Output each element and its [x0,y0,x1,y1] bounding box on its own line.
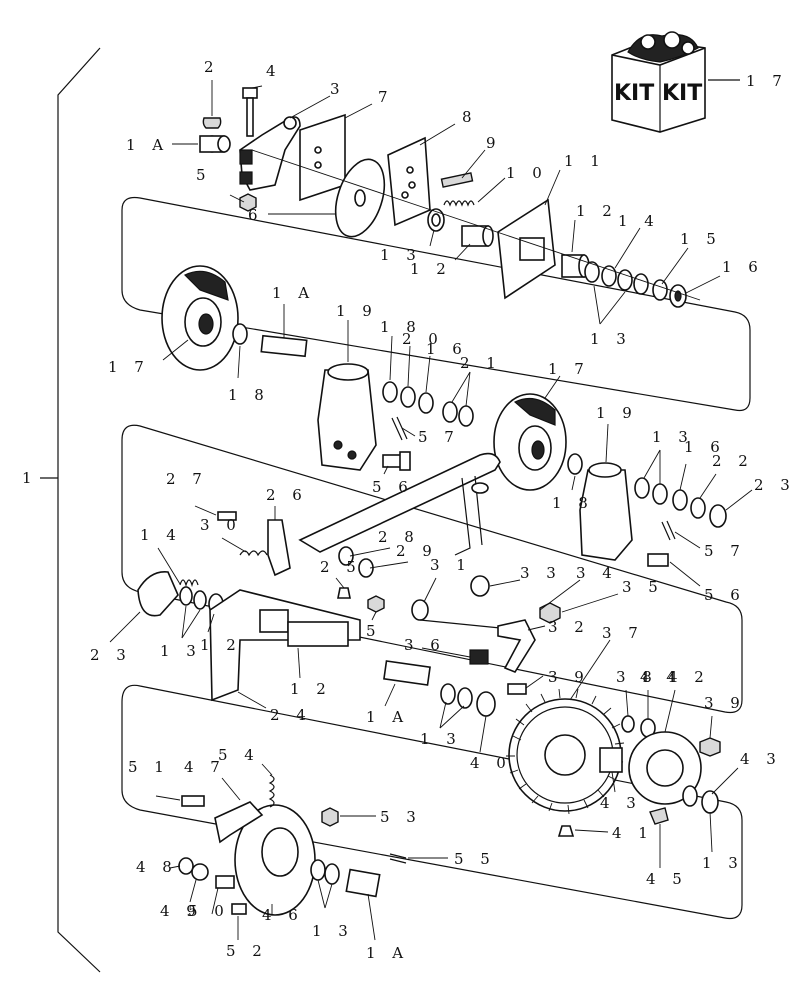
label-p38: 3 8 [616,668,658,686]
label-p43-b: 4 3 [740,750,782,768]
label-p13-d: 1 3 [160,642,202,660]
top-group-parts [199,87,701,308]
label-p16-c: 1 6 [684,438,726,456]
label-p49: 4 9 [160,902,202,920]
label-p56-a: 5 6 [372,478,414,496]
label-p39-b: 3 9 [704,694,746,712]
label-p12-c: 1 2 [200,636,242,654]
label-p16-b: 1 6 [426,340,468,358]
label-p29: 2 9 [396,542,438,560]
label-p13-a: 1 3 [380,246,422,264]
label-p10: 1 0 [506,164,548,182]
label-p1a-bot: 1 A [366,944,409,962]
label-p35: 3 5 [622,578,664,596]
section-outline-bottom [121,684,743,920]
label-p4: 4 [266,62,282,80]
label-p39-a: 3 9 [548,668,590,686]
label-p42: 4 2 [668,668,710,686]
label-p45: 4 5 [646,870,688,888]
label-p33: 3 3 [520,564,562,582]
label-p53: 5 3 [380,808,422,826]
label-p36: 3 6 [404,636,446,654]
label-p26: 2 6 [266,486,308,504]
label-p1a-mid: 1 A [272,284,315,302]
label-p18-c: 1 8 [552,494,594,512]
label-p16-a: 1 6 [722,258,764,276]
kit-box-left-text: KIT [614,81,654,106]
label-p17-b: 1 7 [548,360,590,378]
label-p11: 1 1 [564,152,606,170]
label-p9: 9 [486,134,502,152]
label-p1a-top: 1 A [126,136,169,154]
label-p51: 5 1 [128,758,170,776]
label-p40: 4 0 [470,754,512,772]
label-p12-d: 1 2 [290,680,332,698]
section-outline-top [121,196,751,412]
label-p41: 4 1 [612,824,654,842]
label-p17-kit: 1 7 [746,72,788,90]
kit-box-right-text: KIT [662,81,702,106]
label-p13-g: 1 3 [312,922,354,940]
label-p55: 5 5 [454,850,496,868]
label-p31: 3 1 [430,556,472,574]
label-p21: 2 1 [460,354,502,372]
label-p18-b: 1 8 [380,318,422,336]
label-p32: 3 2 [548,618,590,636]
label-p17-a: 1 7 [108,358,150,376]
upper-section-parts [161,265,474,471]
label-p52: 5 2 [226,942,268,960]
label-p7: 7 [378,88,394,106]
main-assembly-bracket: 1 [22,47,101,973]
label-p18-a: 1 8 [228,386,270,404]
label-p43-a: 4 3 [600,794,642,812]
label-p14-a: 1 4 [618,212,660,230]
label-p37: 3 7 [602,624,644,642]
label-p14-b: 1 4 [140,526,182,544]
label-p3: 3 [330,80,346,98]
label-p13-e: 1 3 [420,730,462,748]
label-p24: 2 4 [270,706,312,724]
label-p5-top: 5 [196,166,212,184]
label-p23-b: 2 3 [90,646,132,664]
label-p13-b: 1 3 [590,330,632,348]
label-p23-a: 2 3 [754,476,796,494]
label-p44: 4 4 [640,668,682,686]
label-p12-b: 1 2 [576,202,618,220]
leader-lines [109,80,753,941]
label-p20: 2 0 [402,330,444,348]
label-p25: 2 5 [320,558,362,576]
label-p30: 3 0 [200,516,242,534]
kit-box: KIT KIT [611,31,740,133]
label-p56-b: 5 6 [704,586,746,604]
label-main: 1 [22,469,38,487]
label-p13-c: 1 3 [652,428,694,446]
label-p8: 8 [462,108,478,126]
label-p13-f: 1 3 [702,854,744,872]
middle-section-parts [137,393,727,717]
label-p47: 4 7 [184,758,226,776]
label-p6: 6 [248,206,264,224]
label-p57-a: 5 7 [418,428,460,446]
label-p57-b: 5 7 [704,542,746,560]
label-p5-mid: 5 [366,622,382,640]
label-p27: 2 7 [166,470,208,488]
label-p15: 1 5 [680,230,722,248]
label-p19-b: 1 9 [596,404,638,422]
label-p22: 2 2 [712,452,754,470]
label-p54: 5 4 [218,746,260,764]
label-p12-a: 1 2 [410,260,452,278]
label-p1a-low: 1 A [366,708,409,726]
lower-section-parts [178,688,721,916]
section-outline-middle [121,424,743,714]
label-p2: 2 [204,58,220,76]
label-p28: 2 8 [378,528,420,546]
label-p19-a: 1 9 [336,302,378,320]
callout-labels: 2 4 3 7 1 A 8 9 1 0 1 1 5 6 1 3 1 2 1 2 … [90,58,796,962]
label-p34: 3 4 [576,564,618,582]
label-p48: 4 8 [136,858,178,876]
label-p46: 4 6 [262,906,304,924]
label-p50: 5 0 [188,902,230,920]
